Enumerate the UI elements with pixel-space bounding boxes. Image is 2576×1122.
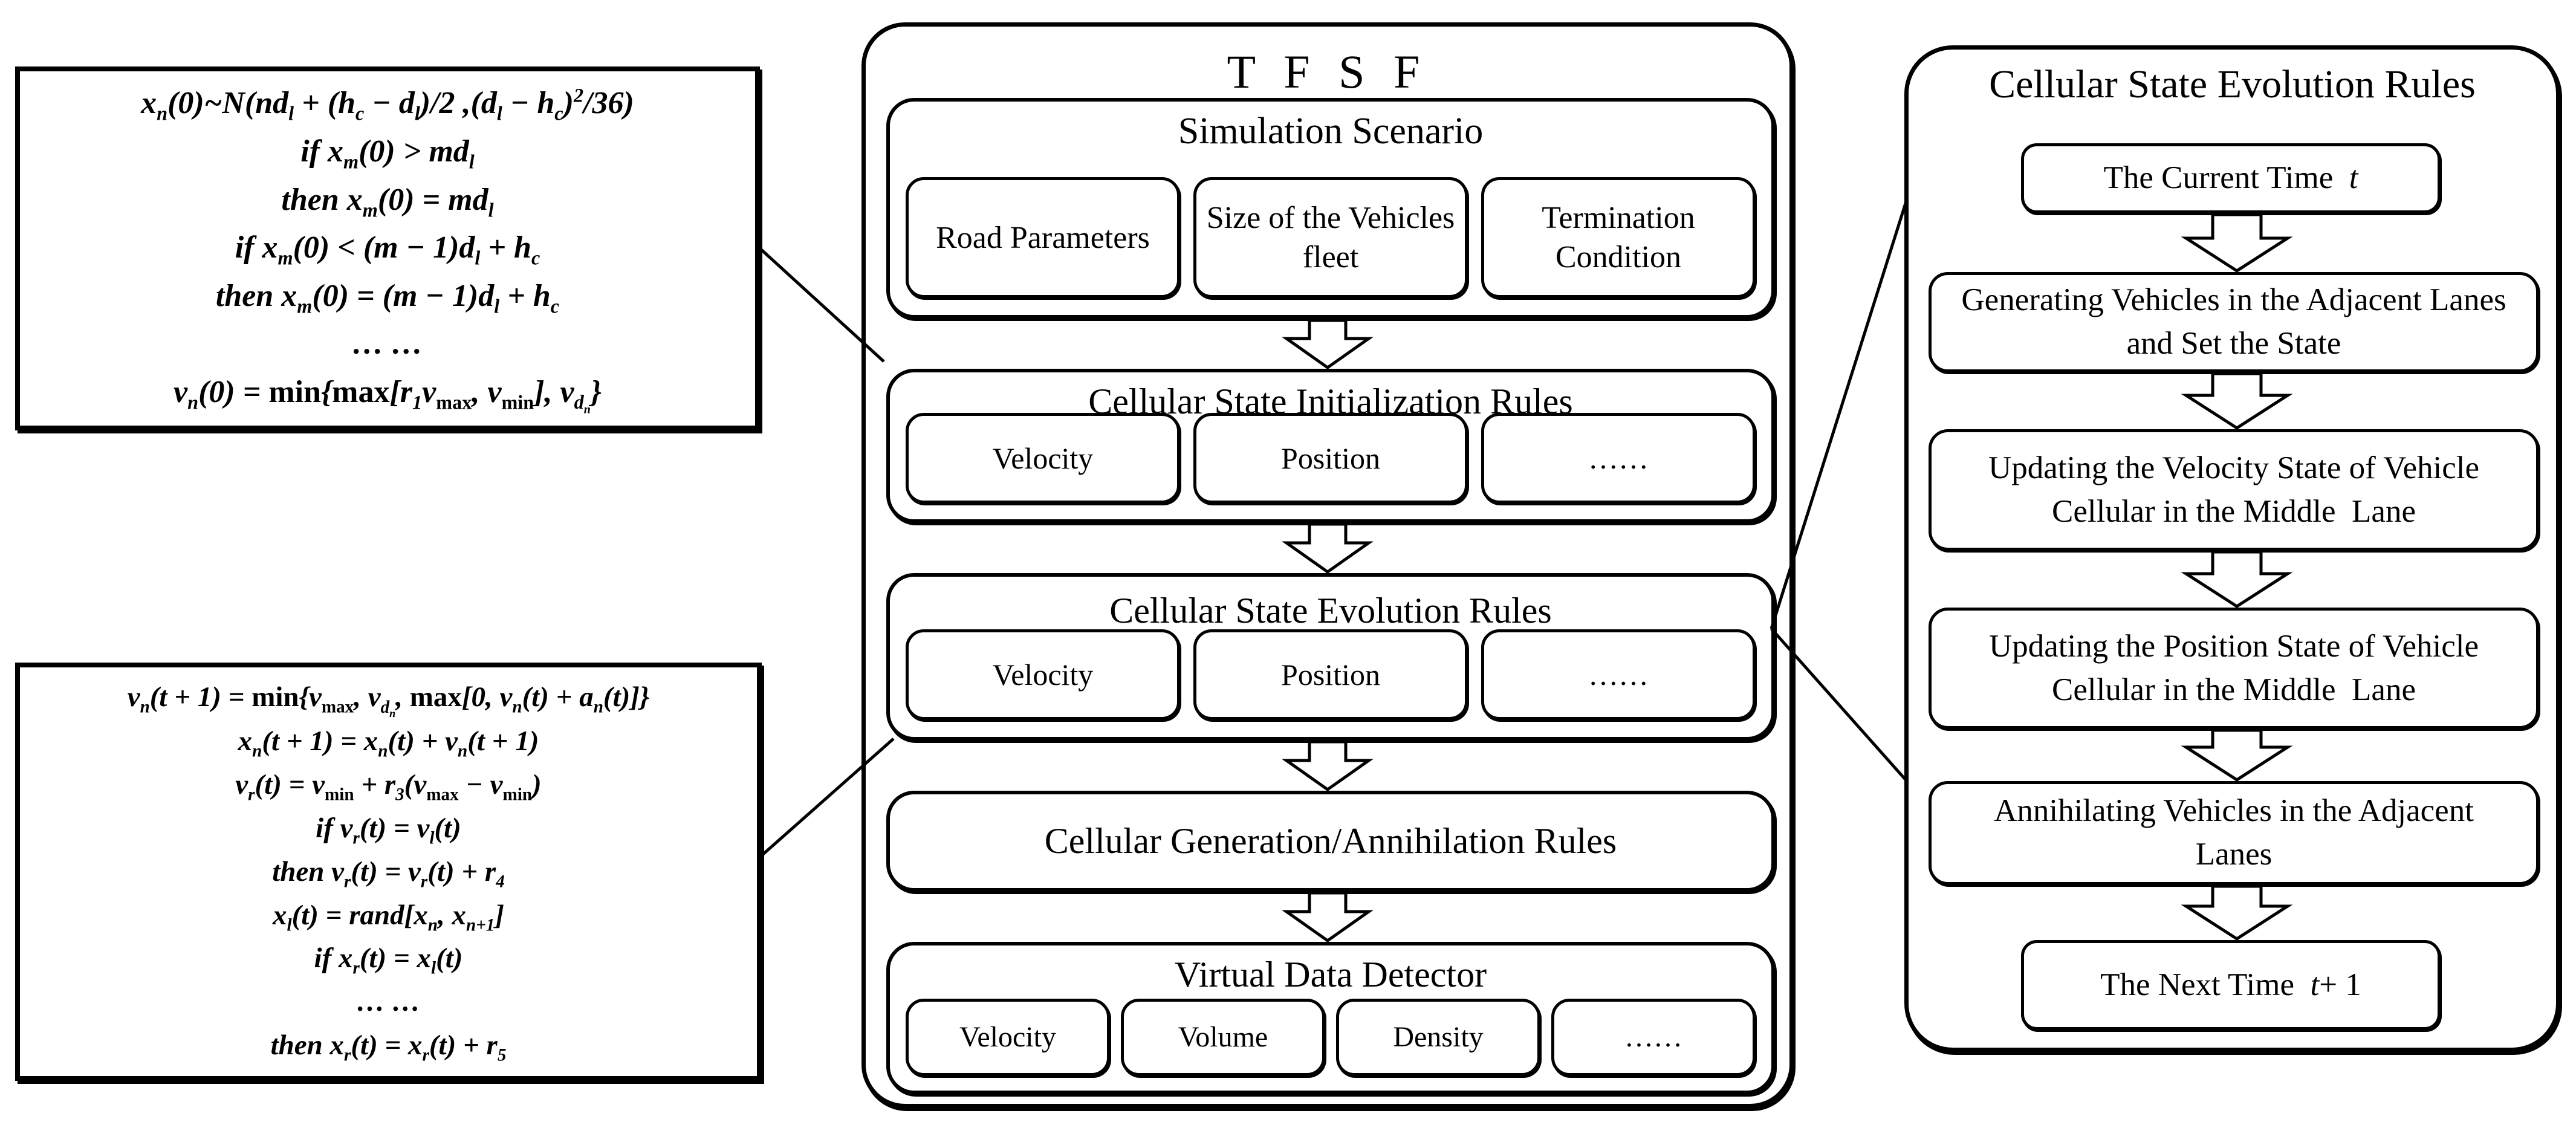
tfsf-panel: T F S F Simulation Scenario Road Paramet…	[861, 22, 1794, 1108]
evolution-formula-box: vn(t + 1) = min{vmax, vdn, max[0, vn(t) …	[15, 663, 762, 1081]
formula-line: vr(t) = vmin + r3(vmax − vmin)	[235, 768, 542, 805]
section-title: Cellular Generation/Annihilation Rules	[1044, 821, 1617, 861]
item-density: Density	[1336, 999, 1540, 1076]
section-title: Simulation Scenario	[1178, 111, 1484, 152]
step-generate-vehicles: Generating Vehicles in the Adjacent Lane…	[1929, 272, 2539, 372]
section-virtual-data-detector: Virtual Data Detector Velocity Volume De…	[886, 942, 1775, 1094]
item-velocity: Velocity	[906, 413, 1180, 504]
step-current-time: The Current Time t	[2021, 143, 2441, 213]
section-title: Virtual Data Detector	[1174, 955, 1487, 994]
step-update-position: Updating the Position State of Vehicle C…	[1929, 608, 2539, 729]
step-next-time: The Next Time t + 1	[2021, 940, 2441, 1030]
item-ellipsis: ……	[1551, 999, 1756, 1076]
section-items-row: Velocity Volume Density ……	[906, 999, 1756, 1076]
section-items-row: Velocity Position ……	[906, 413, 1756, 504]
step-update-velocity: Updating the Velocity State of Vehicle C…	[1929, 429, 2539, 551]
item-velocity: Velocity	[906, 999, 1110, 1076]
formula-line: xn(t + 1) = xn(t) + vn(t + 1)	[238, 725, 539, 761]
formula-line: if vr(t) = vl(t)	[316, 812, 461, 848]
step-annihilate-vehicles: Annihilating Vehicles in the Adjacent La…	[1929, 781, 2539, 885]
section-cellular-state-evolution-rules: Cellular State Evolution Rules Velocity …	[886, 573, 1775, 741]
formula-line: if xr(t) = xl(t)	[314, 942, 463, 978]
formula-line: then xm(0) = (m − 1)dl + hc	[215, 278, 560, 317]
evolution-rules-panel-title: Cellular State Evolution Rules	[1989, 62, 2476, 106]
section-items-row: Velocity Position ……	[906, 629, 1756, 720]
section-simulation-scenario: Simulation Scenario Road Parameters Size…	[886, 98, 1775, 319]
formula-line: xn(0)~N(ndl + (hc − dl)/2 ,(dl − hc)2/36…	[141, 85, 634, 125]
item-road-parameters: Road Parameters	[906, 177, 1180, 298]
item-ellipsis: ……	[1481, 629, 1756, 720]
section-cellular-state-initialization-rules: Cellular State Initialization Rules Velo…	[886, 369, 1775, 523]
item-position: Position	[1193, 629, 1468, 720]
formula-line: then xr(t) = xr(t) + r5	[270, 1030, 507, 1065]
tfsf-panel-title: T F S F	[1227, 45, 1429, 98]
formula-line: xl(t) = rand[xn, xn+1]	[272, 899, 505, 935]
evolution-rules-panel: Cellular State Evolution Rules The Curre…	[1904, 45, 2560, 1052]
formula-line: then vr(t) = vr(t) + r4	[272, 855, 505, 892]
formula-line: if xm(0) < (m − 1)dl + hc	[235, 230, 540, 269]
formula-line: then xm(0) = mdl	[281, 182, 494, 221]
section-items-row: Road Parameters Size of the Vehicles fle…	[906, 177, 1756, 298]
item-velocity: Velocity	[906, 629, 1180, 720]
formula-line-ellipsis: … …	[352, 326, 423, 362]
section-cellular-generation-annihilation-rules: Cellular Generation/Annihilation Rules	[886, 791, 1775, 892]
item-ellipsis: ……	[1481, 413, 1756, 504]
item-position: Position	[1193, 413, 1468, 504]
initialization-formula-box: xn(0)~N(ndl + (hc − dl)/2 ,(dl − hc)2/36…	[15, 66, 760, 430]
item-vehicles-fleet-size: Size of the Vehicles fleet	[1193, 177, 1468, 298]
formula-line: vn(0) = min{max[r1vmax, vmin], vdn}	[174, 374, 602, 417]
formula-line-ellipsis: … …	[356, 986, 421, 1018]
item-termination-condition: Termination Condition	[1481, 177, 1756, 298]
formula-line: if xm(0) > mdl	[300, 134, 475, 173]
section-title: Cellular State Evolution Rules	[1109, 591, 1552, 631]
item-volume: Volume	[1121, 999, 1325, 1076]
formula-line: vn(t + 1) = min{vmax, vdn, max[0, vn(t) …	[127, 681, 650, 719]
